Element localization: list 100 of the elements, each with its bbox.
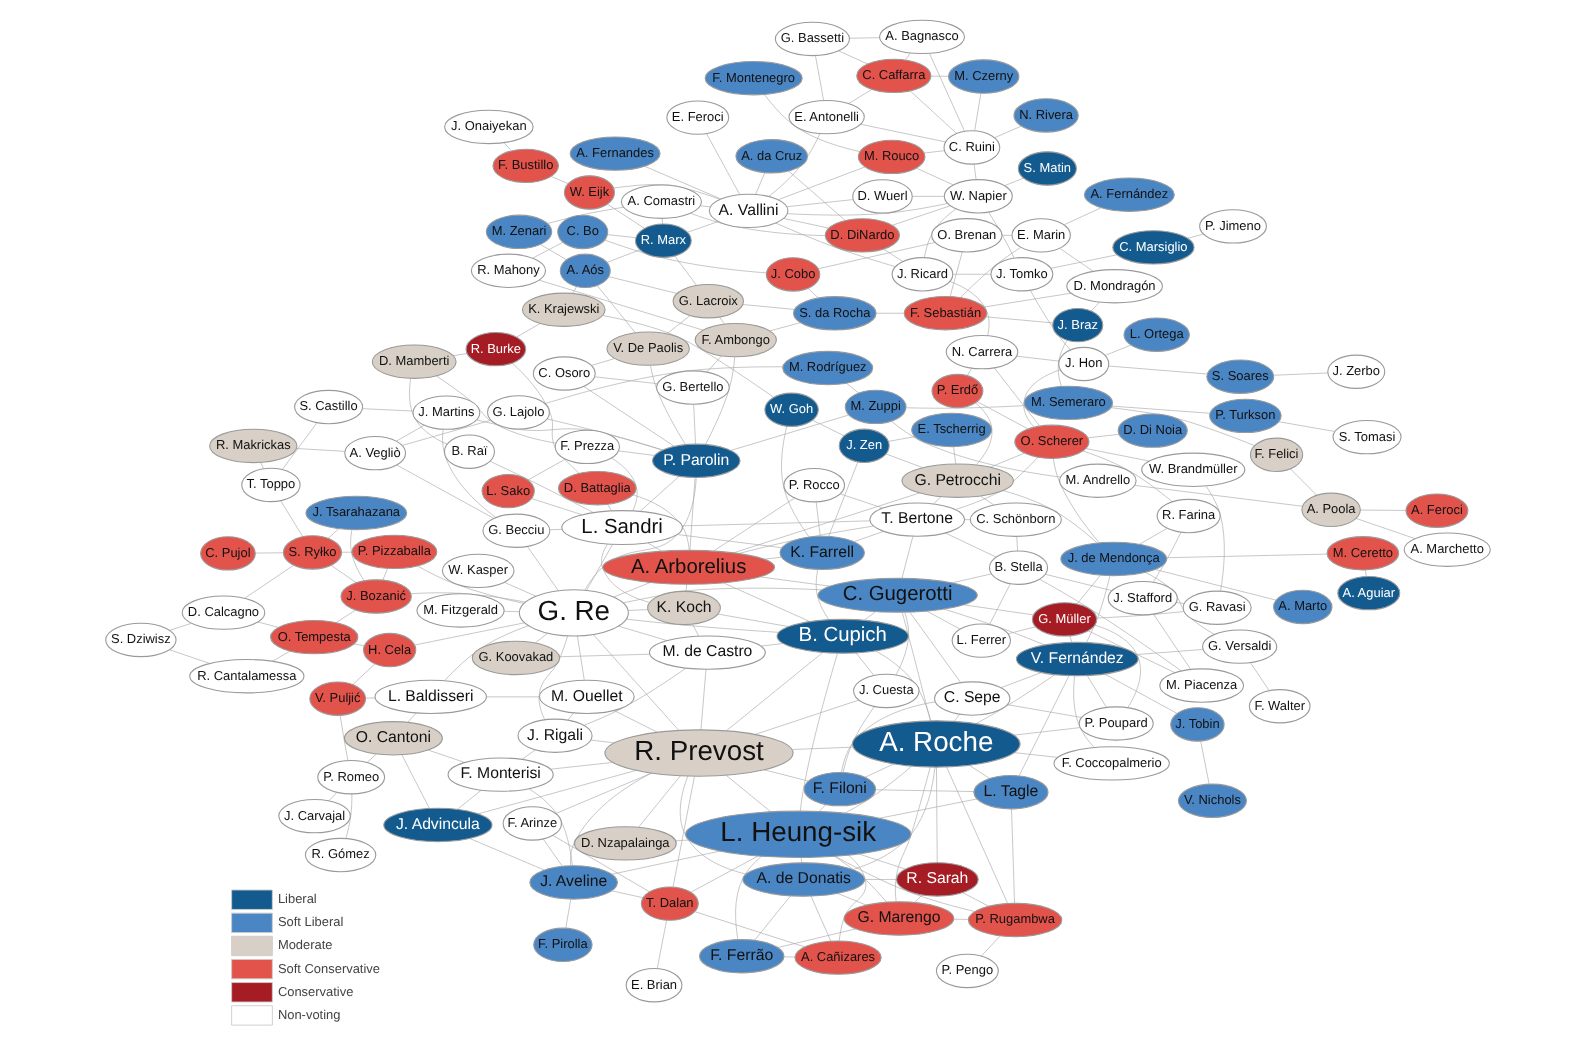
connector [1045,574,1113,591]
connector [401,754,430,809]
node-ellipse: O. Cantoni [343,721,443,756]
connector [810,895,832,942]
connector [339,715,349,761]
connector [699,205,711,208]
connector [282,422,318,470]
connector [895,766,931,903]
connector [1013,752,1058,758]
connector [353,643,365,646]
connector [503,581,537,597]
connector [362,408,413,412]
connector [1154,569,1277,601]
connector [1073,675,1095,748]
connector [777,928,857,948]
connector [838,50,868,65]
connector [1086,448,1150,462]
connector [912,196,945,197]
connector [929,53,965,132]
connector [735,855,763,940]
connector [532,242,564,259]
connector [1355,518,1416,539]
connector [706,355,722,373]
connector [1134,485,1303,507]
connector [864,763,895,778]
connector [407,712,417,723]
connector [719,316,725,325]
connector [949,251,963,297]
connector [244,564,294,599]
node-ellipse: M. Ouellet [538,679,635,715]
connector [1001,235,1012,236]
node-ellipse: R. Sarah [895,862,979,897]
connector [401,419,492,446]
connector [754,895,791,941]
connector [365,697,376,699]
connector [848,89,873,104]
connector [787,203,948,216]
connector [632,494,690,551]
connector [962,892,989,907]
connector [1278,421,1336,432]
connector [590,739,615,744]
node-ellipse: L. Tagle [973,775,1049,810]
connector [815,569,830,620]
connector [613,582,651,598]
connector [540,244,567,261]
node-ellipse: G. Marengo [843,901,955,936]
connector [775,222,896,267]
connector [625,618,779,633]
connector [786,199,854,208]
connector [559,653,650,658]
connector [538,635,568,721]
connector [550,176,569,184]
connector [607,234,636,238]
connector [613,710,658,733]
connector [833,855,887,903]
connector [611,890,644,899]
connector [345,793,353,839]
connector [341,551,353,553]
connector [674,255,697,286]
connector [1200,740,1210,785]
connector [768,133,821,197]
connector [583,386,675,447]
connector [841,701,936,773]
connector [1053,458,1100,544]
connector [1004,177,1024,186]
connector [1094,624,1141,708]
connector [693,404,696,445]
connector [799,653,838,812]
node-ellipse: L. Sandri [561,510,683,545]
connector [891,421,1061,478]
connector [1006,704,1082,718]
connector [905,52,911,61]
connector [1176,602,1185,604]
connector [783,218,829,229]
connector [763,556,782,560]
connector [1013,727,1081,736]
connector [981,935,1001,957]
connector [1002,490,1098,544]
connector [1076,574,1101,605]
connector [876,312,905,314]
connector [901,536,914,579]
connector [769,322,801,332]
connector [1030,290,1071,351]
connector [910,90,957,134]
node-ellipse: A. Roche [851,720,1021,768]
connector [945,532,997,558]
connector [980,495,995,506]
connector [327,528,340,539]
connector [169,622,192,631]
connector [1069,635,1073,643]
connector [1108,365,1208,375]
connector [953,918,969,920]
connector [725,774,772,813]
connector [478,769,637,815]
connector [604,239,767,274]
connector [953,446,956,465]
connector [815,55,824,101]
connector [943,608,1045,646]
node-ellipse: G. Re [518,589,629,637]
connector [974,92,982,131]
